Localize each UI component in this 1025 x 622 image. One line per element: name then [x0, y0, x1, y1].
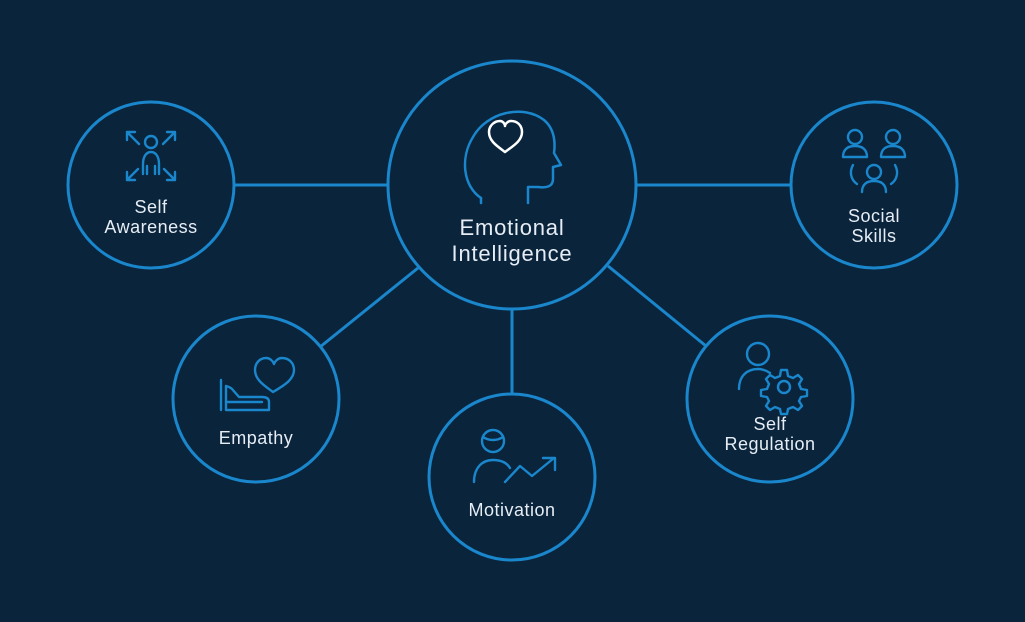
motivation-label: Motivation [447, 500, 577, 520]
social-skills-node-circle [789, 100, 959, 270]
connector-self-regulation [607, 264, 707, 348]
social-skills-label-line2: Skills [851, 226, 897, 247]
center-node-label: Emotional Intelligence [412, 215, 612, 268]
empathy-label-line1: Empathy [218, 428, 294, 448]
social-skills-label: Social Skills [814, 206, 934, 246]
center-label-line2: Intelligence [451, 241, 573, 267]
person-growth-icon [472, 428, 557, 484]
person-focus-icon [125, 130, 177, 182]
person-gear-icon [737, 341, 809, 416]
self-awareness-label-line1: Self [134, 197, 168, 217]
self-regulation-label-line2: Regulation [724, 434, 816, 455]
connector-empathy [319, 266, 419, 349]
self-awareness-node-circle [66, 100, 236, 270]
social-skills-label-line1: Social [847, 206, 901, 226]
hand-heart-icon [219, 356, 296, 412]
empathy-label: Empathy [196, 428, 316, 448]
self-awareness-label: Self Awareness [91, 197, 211, 237]
center-node-circle [386, 59, 638, 311]
motivation-node-circle [427, 392, 597, 562]
empathy-node-circle [171, 314, 341, 484]
motivation-label-line1: Motivation [468, 500, 556, 520]
people-group-icon [841, 128, 907, 194]
self-regulation-label: Self Regulation [705, 414, 835, 454]
center-label-line1: Emotional [459, 215, 565, 240]
self-awareness-label-line2: Awareness [104, 217, 198, 238]
self-regulation-label-line1: Self [753, 414, 787, 434]
head-heart-icon [463, 110, 563, 205]
self-regulation-node-circle [685, 314, 855, 484]
